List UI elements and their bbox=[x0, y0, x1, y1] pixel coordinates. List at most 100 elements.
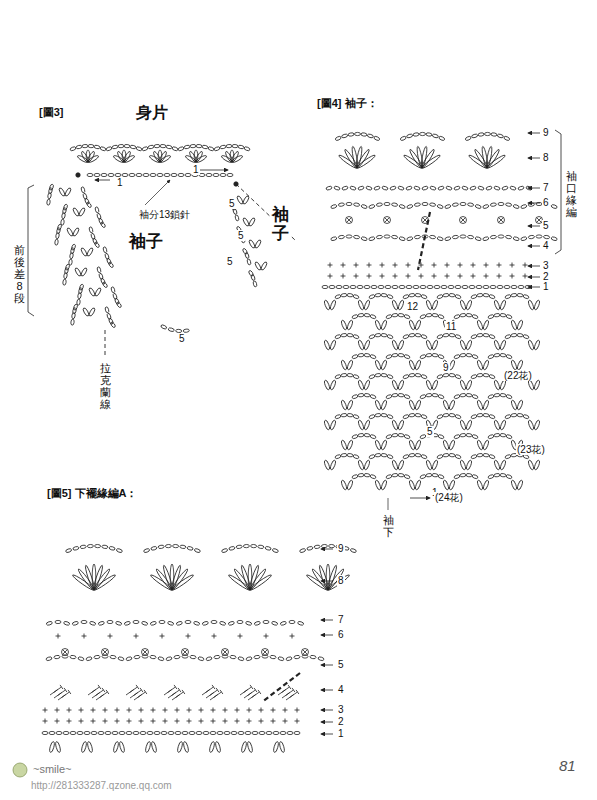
label-text: 9 bbox=[542, 127, 550, 138]
chain-stitch bbox=[185, 173, 191, 176]
puff-petal bbox=[358, 340, 365, 351]
chain-stitch bbox=[330, 204, 337, 209]
chain-stitch bbox=[488, 394, 495, 399]
chain-stitch bbox=[432, 353, 438, 357]
chain-stitch bbox=[154, 731, 160, 734]
row-arrow bbox=[528, 277, 540, 278]
chain-stitch bbox=[278, 656, 285, 661]
row-arrow bbox=[410, 498, 430, 499]
single-crochet bbox=[471, 274, 476, 279]
chain-stitch bbox=[194, 548, 201, 553]
label-text: 袖下 bbox=[382, 514, 395, 538]
chain-stitch bbox=[227, 173, 233, 176]
chain-stitch bbox=[381, 293, 387, 297]
chain-stitch bbox=[94, 145, 101, 149]
chain-stitch bbox=[513, 204, 520, 209]
chain-stitch bbox=[403, 374, 410, 379]
label-text: 拉克蘭線 bbox=[99, 362, 112, 410]
chain-stitch bbox=[190, 655, 196, 659]
single-crochet bbox=[151, 719, 156, 724]
chain-stitch bbox=[437, 204, 444, 209]
puff-petal bbox=[247, 741, 253, 753]
single-crochet bbox=[235, 719, 240, 724]
chain-stitch bbox=[387, 374, 394, 379]
puff-petal bbox=[443, 400, 450, 411]
chain-stitch bbox=[422, 202, 428, 205]
row-arrow bbox=[528, 158, 540, 159]
single-crochet bbox=[91, 719, 96, 724]
chain-stitch bbox=[112, 731, 118, 734]
chain-stitch bbox=[443, 333, 449, 337]
puff-petal bbox=[66, 227, 74, 237]
single-crochet bbox=[212, 634, 217, 639]
single-crochet bbox=[186, 634, 191, 639]
chain-stitch bbox=[108, 173, 114, 176]
puff-petal bbox=[375, 320, 382, 331]
chain-stitch bbox=[347, 453, 353, 457]
puff-petal bbox=[347, 400, 354, 411]
chain-stitch bbox=[86, 201, 92, 208]
row-arrow bbox=[321, 710, 333, 711]
row-arrow bbox=[528, 203, 540, 204]
chain-stitch bbox=[142, 146, 149, 151]
puff-petal bbox=[364, 340, 371, 351]
puff-petal bbox=[409, 480, 416, 491]
chain-stitch bbox=[130, 145, 137, 149]
chain-stitch bbox=[341, 134, 348, 139]
single-crochet bbox=[328, 263, 333, 268]
row-arrow bbox=[321, 734, 333, 735]
chain-stitch bbox=[488, 474, 495, 479]
chain-stitch bbox=[381, 453, 387, 457]
single-crochet bbox=[259, 708, 264, 713]
double-crochet bbox=[168, 688, 181, 698]
chain-stitch bbox=[506, 314, 513, 319]
chain-stitch bbox=[338, 203, 344, 207]
chain-stitch bbox=[386, 314, 393, 319]
chain-stitch bbox=[500, 433, 506, 437]
chain-stitch bbox=[477, 333, 483, 337]
puff-petal bbox=[74, 267, 82, 277]
chain-stitch bbox=[494, 473, 500, 477]
chain-stitch bbox=[103, 246, 108, 253]
puff-petal bbox=[248, 239, 256, 249]
chain-stitch bbox=[341, 293, 347, 297]
chain-stitch bbox=[506, 474, 513, 479]
puff-petal bbox=[113, 741, 119, 753]
label-text: 12 bbox=[406, 301, 419, 312]
leader-line bbox=[388, 498, 389, 510]
chain-stitch bbox=[251, 544, 257, 548]
puff-petal bbox=[72, 207, 80, 217]
single-crochet bbox=[91, 708, 96, 713]
puff-petal bbox=[534, 340, 541, 351]
chain-stitch bbox=[494, 393, 500, 397]
chain-stitch bbox=[329, 285, 335, 288]
chain-stitch bbox=[236, 545, 242, 549]
puff-petal bbox=[534, 380, 541, 391]
chain-stitch bbox=[226, 144, 232, 148]
chain-stitch bbox=[511, 293, 517, 297]
chain-stitch bbox=[118, 144, 124, 148]
chain-stitch bbox=[403, 414, 410, 419]
chain-stitch bbox=[454, 394, 461, 399]
puff-petal bbox=[409, 320, 416, 331]
row-arrow bbox=[321, 722, 333, 723]
chain-stitch bbox=[199, 173, 205, 176]
label-text: (22花) bbox=[503, 370, 533, 381]
puff-stitch bbox=[498, 217, 505, 224]
single-crochet bbox=[510, 263, 515, 268]
chain-stitch bbox=[462, 285, 468, 288]
puff-petal bbox=[177, 741, 183, 753]
single-crochet bbox=[432, 274, 437, 279]
puff-stitch bbox=[182, 649, 189, 656]
puff-petal bbox=[426, 340, 433, 351]
row-arrow bbox=[528, 188, 540, 189]
single-crochet bbox=[471, 263, 476, 268]
puff-petal bbox=[364, 460, 371, 471]
puff-stitch bbox=[102, 649, 109, 656]
chain-stitch bbox=[357, 285, 363, 288]
puff-petal bbox=[78, 207, 86, 217]
row-arrow bbox=[321, 635, 333, 636]
chain-stitch bbox=[413, 285, 419, 288]
single-crochet bbox=[175, 708, 180, 713]
label-text: 袖子 bbox=[128, 233, 164, 252]
